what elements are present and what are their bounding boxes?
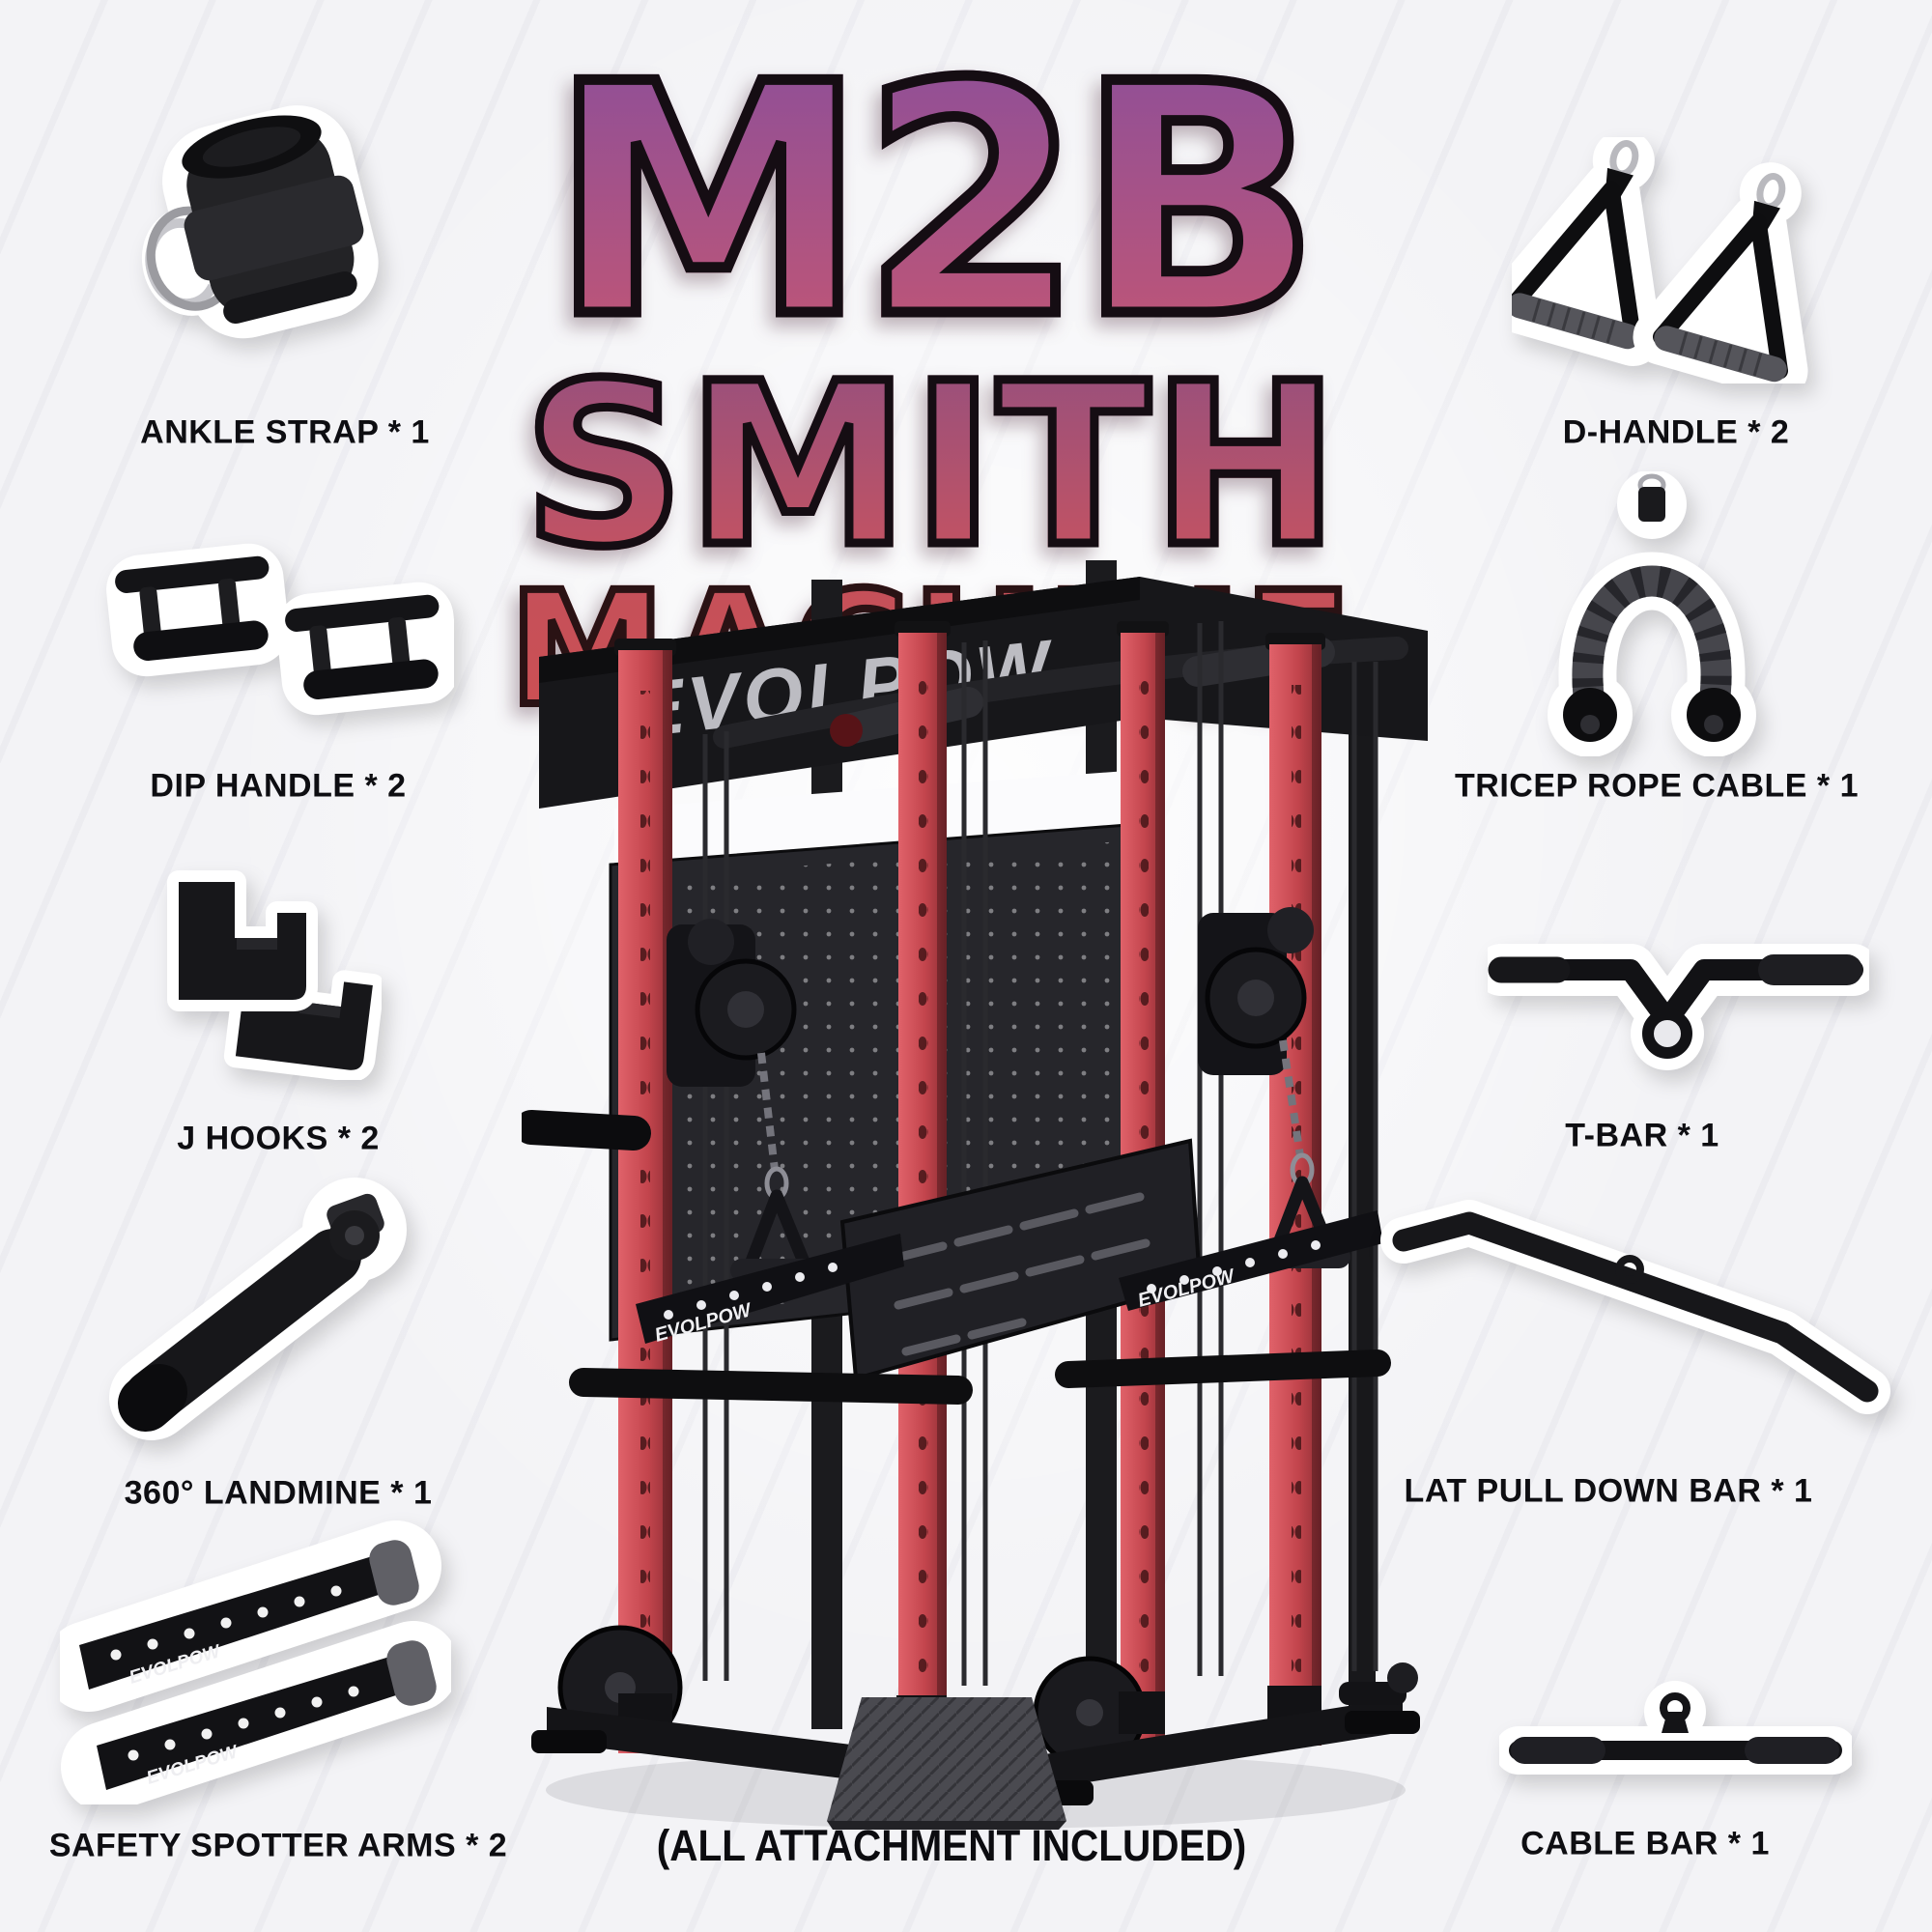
- t-bar-label: T-BAR * 1: [1565, 1117, 1719, 1154]
- tricep-rope-image: [1548, 471, 1756, 756]
- dip-handle-image: [106, 543, 454, 716]
- cable-bar-image: [1499, 1681, 1852, 1775]
- lat-pull-down-bar-image: [1380, 1200, 1890, 1414]
- j-hooks-image: [167, 870, 382, 1080]
- landmine-label: 360° LANDMINE * 1: [124, 1474, 433, 1512]
- front-bars: [522, 1110, 1391, 1405]
- safety-spotter-arms-label: SAFETY SPOTTER ARMS * 2: [48, 1827, 508, 1864]
- safety-spotter-arms-image: EVOLPOW EVOLPOW: [60, 1520, 451, 1804]
- landmine-image: [109, 1178, 407, 1440]
- j-hooks-label: J HOOKS * 2: [177, 1120, 380, 1157]
- cable-bar-label: CABLE BAR * 1: [1520, 1825, 1770, 1862]
- ankle-strap-label: ANKLE STRAP * 1: [140, 413, 430, 451]
- diamond-plate-ramp: [827, 1697, 1066, 1830]
- ankle-strap-image: [141, 105, 379, 339]
- title-model: M2B: [545, 16, 1326, 387]
- title-smith: SMITH: [519, 335, 1344, 596]
- pulley-cables: [702, 621, 1378, 1686]
- lat-pull-down-bar-label: LAT PULL DOWN BAR * 1: [1404, 1472, 1813, 1510]
- d-handle-image: [1512, 137, 1808, 384]
- mounted-spotter-arm-right: EVOLPOW: [1119, 1210, 1383, 1312]
- dip-handle-label: DIP HANDLE * 2: [150, 767, 407, 805]
- t-bar-image: [1488, 944, 1869, 1070]
- canopy-gap-strip: [614, 770, 1140, 865]
- tricep-rope-label: TRICEP ROPE CABLE * 1: [1455, 767, 1859, 805]
- all-attachment-note: (ALL ATTACHMENT INCLUDED): [656, 1821, 1247, 1870]
- smith-machine-image: EVOLPOW: [522, 560, 1428, 1830]
- d-handle-label: D-HANDLE * 2: [1562, 413, 1790, 451]
